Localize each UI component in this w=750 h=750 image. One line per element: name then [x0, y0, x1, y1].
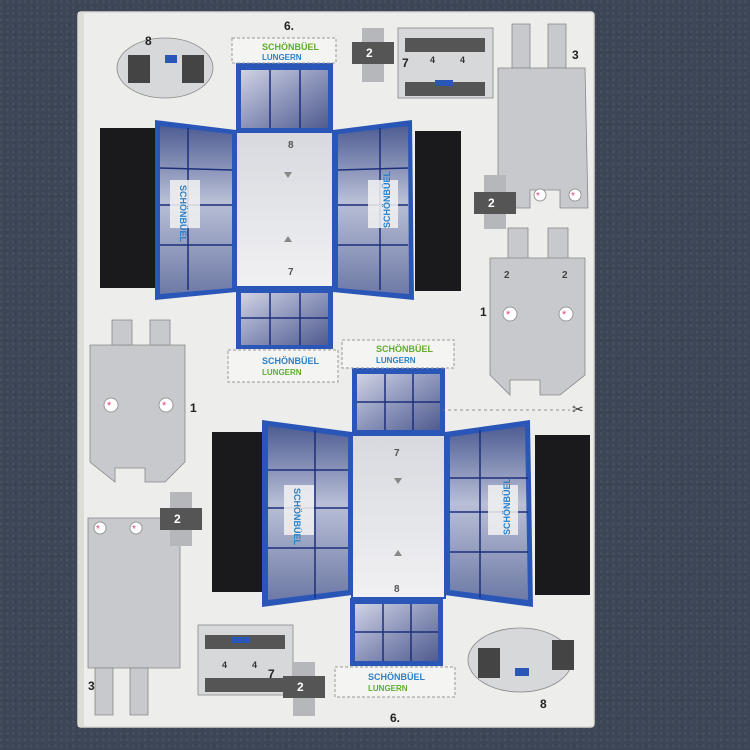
svg-text:*: *	[132, 524, 136, 535]
cross-piece: 2	[352, 28, 394, 82]
scissors-icon: ✂	[572, 401, 584, 417]
logo-tab	[341, 339, 455, 369]
svg-text:7: 7	[402, 56, 409, 70]
svg-text:2: 2	[297, 680, 304, 694]
cabin-floor	[235, 131, 334, 288]
black-flap	[415, 131, 461, 291]
part-label: 7	[394, 448, 400, 459]
logo-text: SCHÖNBÜEL	[178, 185, 188, 243]
svg-text:7: 7	[268, 667, 275, 681]
cabin-floor	[351, 434, 446, 599]
paper-edge-shadow	[78, 12, 84, 727]
carriage-piece: 7 4 4	[197, 624, 294, 696]
svg-text:*: *	[536, 191, 540, 202]
cross-piece: 2	[160, 492, 202, 546]
carriage-piece: 8	[116, 34, 214, 99]
logo-text: LUNGERN	[262, 368, 302, 377]
svg-text:8: 8	[540, 697, 547, 711]
part-label: 1	[190, 401, 197, 415]
logo-text: SCHÖNBÜEL	[502, 477, 512, 535]
black-flap	[535, 435, 590, 595]
logo-text: LUNGERN	[262, 53, 302, 62]
part-label: 3	[572, 48, 579, 62]
hanger-arm-piece: * * 1	[89, 319, 197, 483]
black-flap	[100, 128, 156, 288]
logo-text: SCHÖNBÜEL	[368, 672, 426, 682]
svg-text:2: 2	[366, 46, 373, 60]
cross-piece: 2	[283, 662, 325, 716]
logo-tab	[231, 37, 337, 64]
svg-text:2: 2	[174, 512, 181, 526]
svg-text:4: 4	[222, 660, 227, 670]
logo-text: SCHÖNBÜEL	[382, 170, 392, 228]
svg-text:4: 4	[252, 660, 257, 670]
hanger-arm-piece: * * 3	[87, 517, 181, 716]
part-label: 8	[288, 140, 294, 151]
svg-text:*: *	[506, 309, 511, 321]
part-label: 7	[288, 267, 294, 278]
svg-text:2: 2	[488, 196, 495, 210]
carriage-piece: 8	[467, 627, 574, 711]
carriage-piece: 7 4 4	[397, 27, 494, 99]
part-label: 6.	[284, 19, 294, 33]
part-label: 1	[480, 305, 487, 319]
svg-text:*: *	[562, 309, 567, 321]
svg-text:*: *	[107, 400, 112, 412]
logo-text: LUNGERN	[368, 684, 408, 693]
part-label: 6.	[390, 711, 400, 725]
svg-text:*: *	[162, 400, 167, 412]
part-label: 8	[394, 584, 400, 595]
cross-piece: 2	[474, 175, 516, 229]
logo-text: SCHÖNBÜEL	[262, 42, 320, 52]
logo-text: SCHÖNBÜEL	[262, 356, 320, 366]
part-label: 2	[504, 270, 510, 281]
part-label: 3	[88, 679, 95, 693]
logo-tab	[334, 666, 456, 698]
black-flap	[212, 432, 262, 592]
svg-text:4: 4	[460, 55, 465, 65]
svg-text:*: *	[96, 524, 100, 535]
part-label: 2	[562, 270, 568, 281]
hanger-arm-piece: * * 3	[497, 23, 589, 209]
logo-tab	[227, 349, 339, 383]
logo-text: SCHÖNBÜEL	[376, 344, 434, 354]
svg-text:8: 8	[145, 34, 152, 48]
logo-text: SCHÖNBÜEL	[292, 488, 302, 546]
logo-text: LUNGERN	[376, 356, 416, 365]
svg-text:*: *	[571, 191, 575, 202]
hanger-arm-piece: * * 1 2 2	[480, 227, 586, 396]
svg-text:4: 4	[430, 55, 435, 65]
